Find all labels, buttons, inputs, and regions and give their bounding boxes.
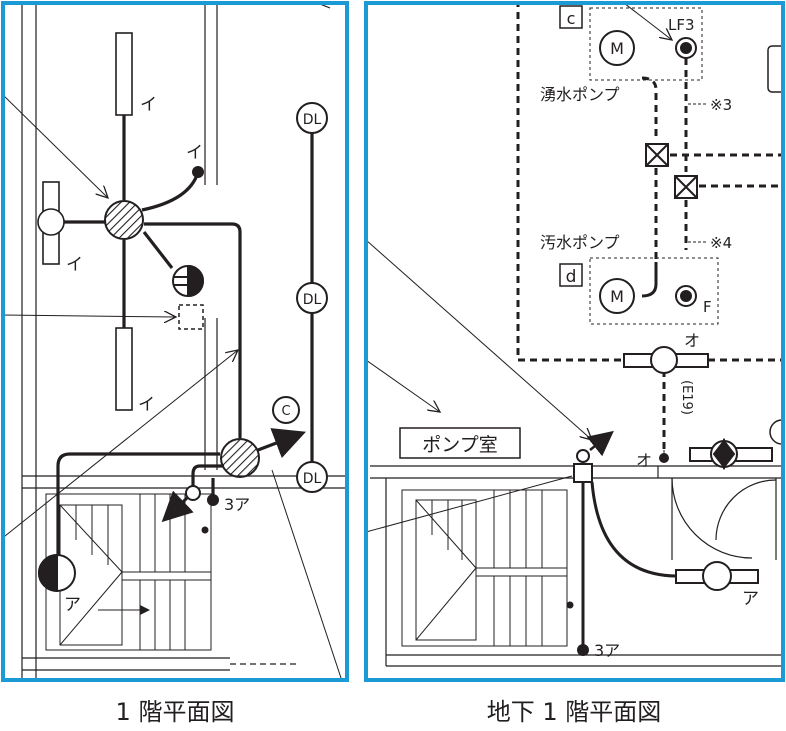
floor1-plan: [3, 3, 347, 680]
label-3a-right: 3ア: [594, 641, 620, 660]
pump-room-label: ポンプ室: [422, 434, 497, 456]
motor-d: [599, 278, 635, 314]
motor-d-label: M: [610, 287, 624, 306]
d-tag-box: [559, 263, 583, 287]
dl-label-3: DL: [303, 471, 322, 487]
label-a-left: ア: [64, 595, 81, 615]
box-d-label: d: [566, 267, 577, 287]
basement1-frame: [364, 1, 785, 682]
box-c-label: c: [567, 9, 576, 28]
label-i-top: イ: [140, 95, 157, 115]
junction-box-b1: [573, 463, 593, 483]
small-fixture: [185, 485, 201, 501]
motor-c-label: M: [610, 39, 624, 58]
floor1-caption: 1 階平面図: [116, 698, 235, 726]
wiring: [56, 115, 314, 558]
dashed-box: [178, 304, 204, 330]
label-i-left: イ: [66, 255, 83, 275]
crossed-boxes: [645, 143, 698, 199]
wiring-b1: [581, 481, 677, 650]
osui-label: 汚水ポンプ: [540, 233, 620, 252]
leader-lines: [3, 94, 343, 680]
junction-box-lower: [220, 438, 260, 478]
room-label-box: [399, 427, 521, 459]
leader-lines-b1: [366, 239, 592, 533]
c-tag-box: [559, 5, 583, 29]
o-left-label: オ: [636, 451, 652, 470]
pump-box-c: [589, 7, 703, 81]
note4-label: ※4: [710, 234, 732, 252]
pump-box-d: [589, 257, 719, 325]
dl-label-2: DL: [303, 292, 322, 308]
floor1-frame: [1, 1, 349, 682]
wall-lines: [21, 3, 347, 680]
label-a-right: ア: [742, 589, 759, 609]
basement1-caption: 地下 1 階平面図: [487, 698, 662, 726]
basement1-labels: c d LF3 F M M 湧水ポンプ 汚水ポンプ ※3 ※4 オ オ (E19…: [422, 9, 759, 660]
downlights: [272, 102, 328, 493]
staircase-b1: [401, 489, 568, 647]
float-switches: [675, 37, 697, 307]
label-3a-left: 3ア: [224, 495, 250, 514]
outlet-symbol: [172, 264, 204, 298]
note3-label: ※3: [710, 96, 732, 114]
lf3-label: LF3: [668, 16, 695, 34]
yusui-label: 湧水ポンプ: [540, 85, 620, 104]
half-circle-fixture: [38, 553, 76, 593]
junction-box-top: [104, 200, 144, 240]
dashed-wiring: [516, 3, 783, 455]
label-i-mid: イ: [186, 143, 203, 163]
motor-c: [599, 30, 635, 66]
c-badge: C: [281, 404, 290, 419]
wall-fixtures-b1: [623, 346, 773, 591]
basement1-plan: [366, 3, 783, 667]
label-i-bottom: イ: [138, 395, 155, 415]
floor1-labels: イ イ イ イ ア 3ア DL DL DL C: [64, 95, 321, 615]
o-top-label: オ: [684, 331, 700, 350]
fluorescent-lights: [37, 32, 133, 411]
dl-label-1: DL: [303, 112, 322, 128]
f-label: F: [703, 298, 712, 316]
e19-label: (E19): [679, 380, 694, 415]
